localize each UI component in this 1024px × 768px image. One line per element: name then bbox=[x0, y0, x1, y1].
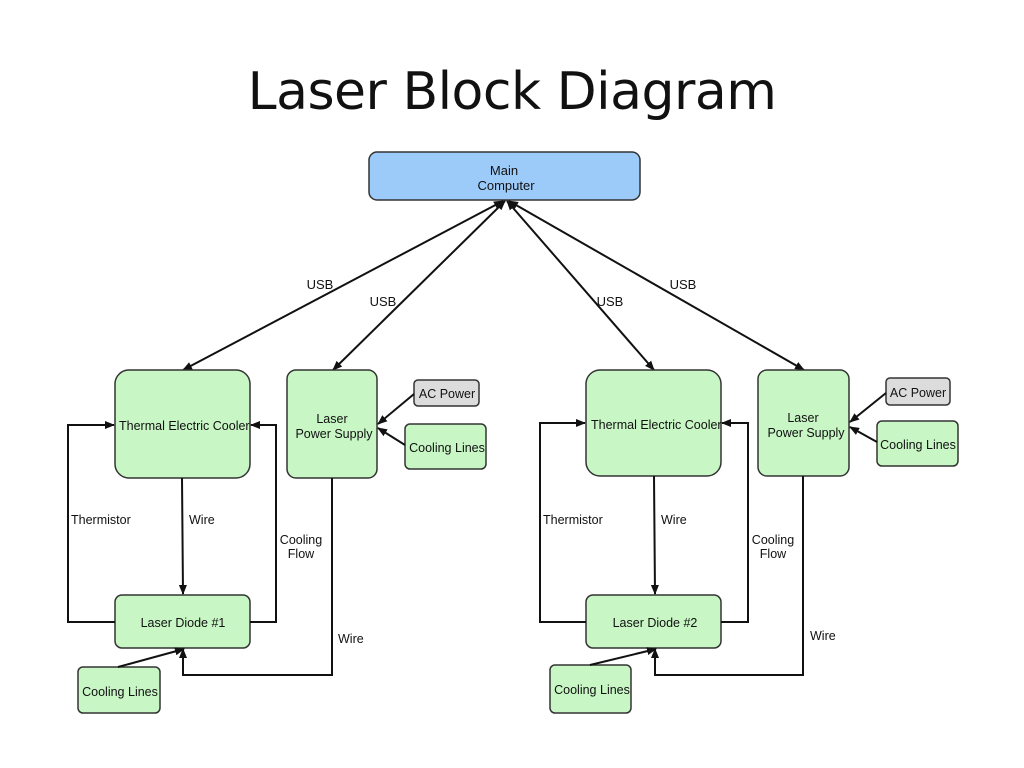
main-computer-label-line2: Computer bbox=[477, 178, 535, 193]
cooling-flow-1-label-line1: Cooling bbox=[280, 533, 322, 547]
tec-2-label: Thermal Electric Cooler bbox=[591, 418, 722, 432]
cooling-lines-ps-2-arrow bbox=[849, 426, 878, 443]
laser-diode-1-label: Laser Diode #1 bbox=[141, 616, 226, 630]
ac-power-2-arrow bbox=[849, 392, 887, 423]
laser-power-supply-1: Laser Power Supply bbox=[286, 369, 378, 479]
power-supply-2-label-line1: Laser bbox=[787, 411, 818, 425]
cooling-lines-power-supply-1: Cooling Lines bbox=[404, 423, 487, 470]
usb-label-power-supply-2: USB bbox=[670, 277, 697, 292]
tec-1-label: Thermal Electric Cooler bbox=[119, 419, 250, 433]
thermistor-1-label: Thermistor bbox=[71, 513, 131, 527]
cooling-lines-diode-2-arrow bbox=[589, 647, 657, 666]
usb-line-power-supply-2 bbox=[508, 200, 805, 371]
slide-title: Laser Block Diagram bbox=[247, 62, 777, 122]
cooling-lines-diode-2: Cooling Lines bbox=[549, 664, 632, 714]
ac-power-1-label: AC Power bbox=[419, 387, 475, 401]
cooling-flow-1-line bbox=[250, 421, 277, 623]
ac-power-1-arrow bbox=[377, 393, 415, 425]
thermal-electric-cooler-1: Thermal Electric Cooler bbox=[114, 369, 251, 479]
ac-power-2: AC Power bbox=[885, 377, 951, 406]
ac-power-1: AC Power bbox=[413, 379, 480, 407]
usb-line-tec-1 bbox=[182, 200, 504, 371]
cooling-lines-ps-1-arrow bbox=[377, 427, 406, 446]
cooling-lines-diode-2-label: Cooling Lines bbox=[554, 683, 630, 697]
thermal-electric-cooler-2: Thermal Electric Cooler bbox=[585, 369, 722, 477]
cooling-flow-2-line bbox=[721, 419, 749, 623]
wire-tec-diode-2-line bbox=[650, 475, 659, 595]
cooling-lines-ps-2-label: Cooling Lines bbox=[880, 438, 956, 452]
thermistor-2-label: Thermistor bbox=[543, 513, 603, 527]
usb-label-tec-1: USB bbox=[307, 277, 334, 292]
wire-ps-diode-1-label: Wire bbox=[338, 632, 364, 646]
usb-label-tec-2: USB bbox=[597, 294, 624, 309]
usb-connections bbox=[182, 200, 805, 371]
cooling-flow-1-label-line2: Flow bbox=[288, 547, 315, 561]
cooling-flow-2-label-line1: Cooling bbox=[752, 533, 794, 547]
usb-line-tec-2 bbox=[506, 200, 655, 371]
usb-label-power-supply-1: USB bbox=[370, 294, 397, 309]
laser-diode-2-label: Laser Diode #2 bbox=[613, 616, 698, 630]
wire-ps-diode-1-line bbox=[179, 478, 333, 676]
cooling-lines-diode-1-label: Cooling Lines bbox=[82, 685, 158, 699]
unit-2-connectors bbox=[539, 392, 887, 676]
wire-ps-diode-2-line bbox=[651, 476, 804, 676]
cooling-lines-power-supply-2: Cooling Lines bbox=[876, 420, 959, 467]
wire-tec-diode-1-line bbox=[178, 477, 187, 595]
power-supply-1-label-line1: Laser bbox=[316, 412, 347, 426]
power-supply-2-label-line2: Power Supply bbox=[767, 426, 845, 440]
cooling-flow-2-label-line2: Flow bbox=[760, 547, 787, 561]
main-computer-box: Main Computer bbox=[368, 151, 641, 201]
laser-diode-1: Laser Diode #1 bbox=[114, 594, 251, 649]
wire-tec-diode-1-label: Wire bbox=[189, 513, 215, 527]
thermistor-1-line bbox=[67, 421, 115, 623]
ac-power-2-label: AC Power bbox=[890, 386, 946, 400]
cooling-lines-diode-1: Cooling Lines bbox=[77, 666, 161, 714]
main-computer-label-line1: Main bbox=[490, 163, 518, 178]
wire-ps-diode-2-label: Wire bbox=[810, 629, 836, 643]
laser-diode-2: Laser Diode #2 bbox=[585, 594, 722, 649]
power-supply-1-label-line2: Power Supply bbox=[295, 427, 373, 441]
laser-unit-1: Thermal Electric Cooler Laser Power Supp… bbox=[67, 369, 487, 714]
usb-line-power-supply-1 bbox=[332, 200, 506, 371]
laser-unit-2: Thermal Electric Cooler Laser Power Supp… bbox=[539, 369, 959, 714]
laser-power-supply-2: Laser Power Supply bbox=[757, 369, 850, 477]
cooling-lines-ps-1-label: Cooling Lines bbox=[409, 441, 485, 455]
unit-1-connectors bbox=[67, 393, 415, 676]
wire-tec-diode-2-label: Wire bbox=[661, 513, 687, 527]
thermistor-2-line bbox=[539, 419, 586, 623]
cooling-lines-diode-1-arrow bbox=[117, 647, 185, 668]
